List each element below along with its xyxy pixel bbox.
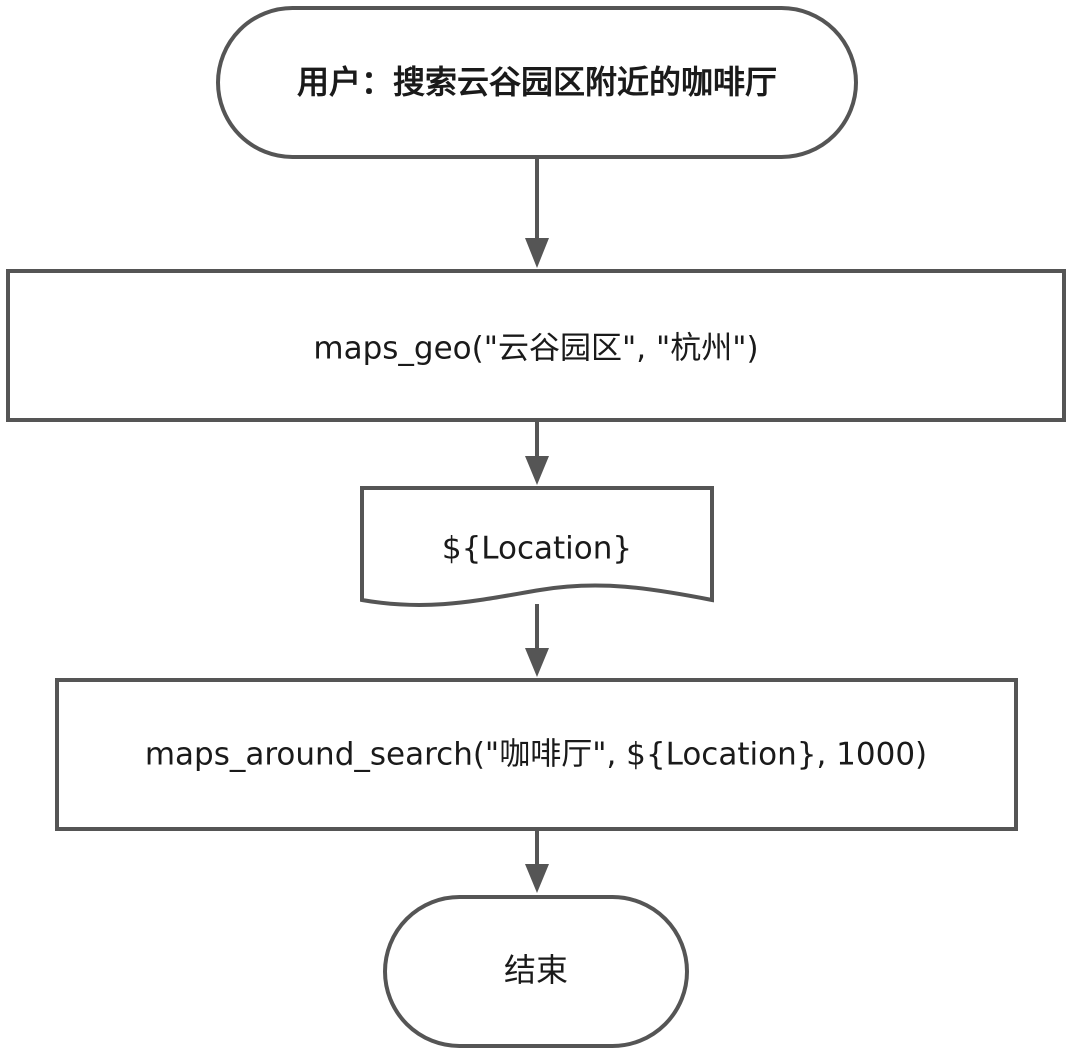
geo-process-label: maps_geo("云谷园区", "杭州") [313,331,758,367]
start-label: 用户：搜索云谷园区附近的咖啡厅 [297,63,777,101]
edge-geo-to-location [525,421,549,485]
location-document-label: ${Location} [442,531,632,567]
geo-process-node: maps_geo("云谷园区", "杭州") [6,269,1066,422]
edge-location-to-search [525,604,549,677]
end-terminator-shape [383,895,689,1048]
end-label: 结束 [504,951,568,989]
arrowhead-icon [525,456,549,485]
arrowhead-icon [525,864,549,893]
arrowhead-icon [525,648,549,677]
edge-start-to-geo [525,158,549,268]
arrowhead-icon [525,238,549,268]
location-document-shape [360,486,714,608]
end-node: 结束 [383,895,689,1048]
location-document-node: ${Location} [360,486,714,608]
search-process-label: maps_around_search("咖啡厅", ${Location}, 1… [145,737,927,773]
start-node: 用户：搜索云谷园区附近的咖啡厅 [216,6,858,159]
edge-search-to-end [525,830,549,893]
search-process-node: maps_around_search("咖啡厅", ${Location}, 1… [55,678,1018,831]
start-terminator-shape [216,6,858,159]
search-process-shape [55,678,1018,831]
geo-process-shape [6,269,1066,422]
